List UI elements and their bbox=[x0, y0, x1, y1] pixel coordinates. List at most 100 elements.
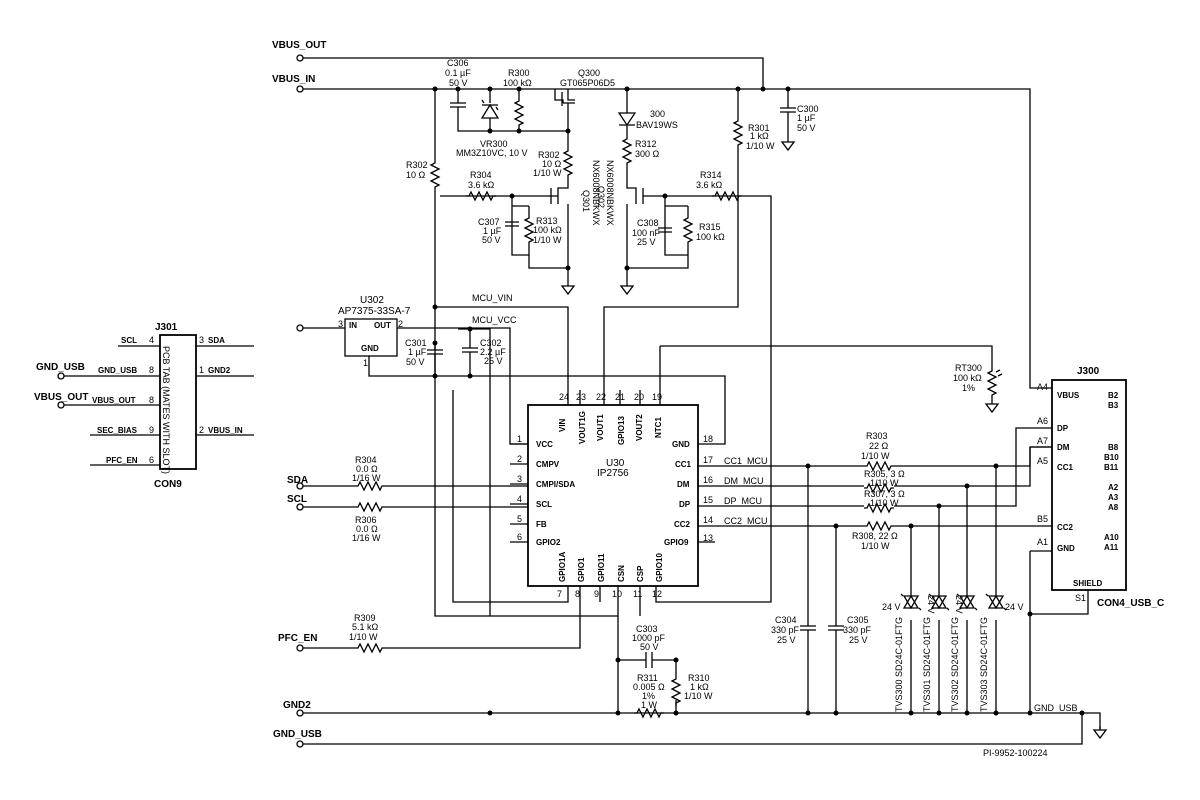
svg-text:10 Ω: 10 Ω bbox=[542, 159, 562, 169]
svg-text:CMPV: CMPV bbox=[536, 460, 560, 469]
q301-nmos: R304 3.6 kΩ Q301 NX6008NBKWX C307 1 µF 5… bbox=[440, 160, 601, 295]
svg-text:OUT: OUT bbox=[374, 321, 391, 330]
svg-text:25 V: 25 V bbox=[849, 635, 868, 645]
svg-text:15: 15 bbox=[703, 495, 713, 505]
svg-text:C304: C304 bbox=[775, 615, 797, 625]
c306-capacitor: C306 0.1 µF 50 V bbox=[445, 58, 568, 132]
svg-text:GND: GND bbox=[672, 440, 690, 449]
svg-text:A8: A8 bbox=[1108, 503, 1119, 512]
svg-text:DP_MCU: DP_MCU bbox=[724, 496, 762, 506]
svg-text:GND_USB: GND_USB bbox=[273, 729, 322, 740]
svg-text:25 V: 25 V bbox=[777, 635, 796, 645]
svg-text:NTC1: NTC1 bbox=[654, 417, 663, 438]
svg-text:SCL: SCL bbox=[121, 336, 137, 345]
svg-text:C308: C308 bbox=[637, 218, 659, 228]
figure-id: PI-9952-100224 bbox=[983, 748, 1048, 758]
r302-left-branch: R302 10 Ω bbox=[406, 89, 619, 617]
svg-text:DP: DP bbox=[679, 500, 691, 509]
svg-text:R304: R304 bbox=[355, 455, 377, 465]
svg-text:SCL: SCL bbox=[287, 494, 307, 505]
svg-text:B10: B10 bbox=[1104, 453, 1119, 462]
u30-controller: U30 IP2756 1 VCC 2 CMPV 3 CMPI/SDA 4 SCL… bbox=[452, 346, 720, 616]
svg-text:R314: R314 bbox=[700, 170, 722, 180]
svg-text:3.6 kΩ: 3.6 kΩ bbox=[468, 180, 495, 190]
vbus-in-net-label: VBUS_IN bbox=[272, 74, 315, 85]
c301-c302: C301 1 µF 50 V C302 2.2 µF 25 V bbox=[405, 329, 506, 376]
svg-text:VR300: VR300 bbox=[480, 139, 508, 149]
svg-text:330 pF: 330 pF bbox=[771, 625, 800, 635]
svg-text:100 kΩ: 100 kΩ bbox=[503, 78, 532, 88]
svg-text:1%: 1% bbox=[962, 383, 975, 393]
svg-text:1/10 W: 1/10 W bbox=[870, 498, 899, 508]
svg-text:GPIO1: GPIO1 bbox=[577, 557, 586, 582]
svg-text:GT065P06D5: GT065P06D5 bbox=[560, 78, 615, 88]
mcu-vin-label: MCU_VIN bbox=[472, 293, 513, 303]
svg-text:AP7375-33SA-7: AP7375-33SA-7 bbox=[338, 306, 411, 317]
svg-text:DM_MCU: DM_MCU bbox=[724, 476, 764, 486]
svg-text:1000 pF: 1000 pF bbox=[632, 633, 666, 643]
c304-c305: C304 330 pF 25 V C305 330 pF 25 V bbox=[771, 466, 872, 713]
svg-text:24 V: 24 V bbox=[882, 602, 901, 612]
svg-text:9: 9 bbox=[149, 425, 154, 435]
svg-text:TVS302 SD24C-01FTG: TVS302 SD24C-01FTG bbox=[950, 617, 960, 712]
svg-text:Q300: Q300 bbox=[578, 68, 600, 78]
svg-text:R303: R303 bbox=[866, 431, 888, 441]
svg-text:24 V: 24 V bbox=[1005, 602, 1024, 612]
svg-text:1/10 W: 1/10 W bbox=[870, 478, 899, 488]
svg-text:0.005 Ω: 0.005 Ω bbox=[633, 682, 665, 692]
svg-text:3: 3 bbox=[517, 474, 522, 484]
svg-text:24 V: 24 V bbox=[926, 595, 936, 614]
svg-text:B8: B8 bbox=[1108, 443, 1119, 452]
svg-text:A7: A7 bbox=[1037, 436, 1048, 446]
svg-text:24: 24 bbox=[559, 392, 569, 402]
svg-text:R309: R309 bbox=[354, 613, 376, 623]
svg-text:IN: IN bbox=[349, 321, 357, 330]
svg-text:A4: A4 bbox=[1037, 382, 1048, 392]
svg-text:SHIELD: SHIELD bbox=[1073, 579, 1103, 588]
svg-text:GPIO2: GPIO2 bbox=[536, 538, 561, 547]
j300-usb-c: J300 CON4_USB_C SHIELD S1 A4 VBUS A6 DP … bbox=[1029, 366, 1164, 713]
svg-text:330 pF: 330 pF bbox=[843, 625, 872, 635]
svg-text:1/16 W: 1/16 W bbox=[352, 533, 381, 543]
svg-text:5: 5 bbox=[517, 514, 522, 524]
svg-text:TVS301 SD24C-01FTG: TVS301 SD24C-01FTG bbox=[922, 617, 932, 712]
svg-text:R308, 22 Ω: R308, 22 Ω bbox=[852, 531, 898, 541]
svg-text:1/10 W: 1/10 W bbox=[861, 451, 890, 461]
svg-text:A6: A6 bbox=[1037, 416, 1048, 426]
svg-text:CC2_MCU: CC2_MCU bbox=[724, 516, 768, 526]
q300-pmos: Q300 GT065P06D5 R302 10 Ω 1/10 W bbox=[533, 68, 615, 182]
svg-text:SDA: SDA bbox=[287, 475, 308, 486]
current-sense: C303 1000 pF 50 V R310 1 kΩ 1/10 W R311 … bbox=[617, 616, 713, 718]
gnd-usb-rail: GND_USB bbox=[273, 713, 1083, 748]
svg-text:1/10 W: 1/10 W bbox=[533, 235, 562, 245]
svg-text:B5: B5 bbox=[1037, 514, 1048, 524]
svg-text:16: 16 bbox=[703, 475, 713, 485]
svg-text:3: 3 bbox=[338, 319, 343, 329]
junction-dots bbox=[432, 86, 1085, 716]
svg-text:J301: J301 bbox=[155, 322, 178, 333]
svg-text:Q301: Q301 bbox=[581, 190, 591, 212]
rt300-thermistor: RT300 100 kΩ 1% bbox=[660, 345, 1003, 413]
svg-text:22 Ω: 22 Ω bbox=[869, 441, 889, 451]
svg-text:R306: R306 bbox=[355, 515, 377, 525]
svg-text:0.0 Ω: 0.0 Ω bbox=[356, 464, 378, 474]
svg-text:1 kΩ: 1 kΩ bbox=[690, 682, 709, 692]
svg-text:GPIO1A: GPIO1A bbox=[558, 552, 567, 582]
sda-scl-inputs: SDA R304 0.0 Ω 1/16 W SCL R306 0.0 Ω 1/1… bbox=[287, 455, 528, 543]
svg-text:4: 4 bbox=[517, 494, 522, 504]
svg-text:U30: U30 bbox=[606, 458, 625, 469]
j301-connector: J301 CON9 PCB TAB (MATES WITH SLOT) SCL … bbox=[34, 322, 254, 490]
svg-text:R313: R313 bbox=[536, 216, 558, 226]
svg-text:DM: DM bbox=[677, 480, 690, 489]
svg-text:VOUT2: VOUT2 bbox=[635, 414, 644, 441]
svg-text:C301: C301 bbox=[405, 338, 427, 348]
svg-text:VBUS_OUT: VBUS_OUT bbox=[92, 396, 136, 405]
svg-text:100 kΩ: 100 kΩ bbox=[533, 225, 562, 235]
svg-text:1 µF: 1 µF bbox=[408, 347, 427, 357]
svg-text:50 V: 50 V bbox=[406, 357, 425, 367]
d300-diode: 300 BAV19WS R312 300 Ω bbox=[617, 89, 678, 182]
svg-text:PFC_EN: PFC_EN bbox=[278, 633, 317, 644]
svg-text:1/10 W: 1/10 W bbox=[746, 141, 775, 151]
svg-text:R302: R302 bbox=[538, 150, 560, 160]
svg-text:PCB TAB (MATES WITH SLOT): PCB TAB (MATES WITH SLOT) bbox=[161, 346, 171, 474]
